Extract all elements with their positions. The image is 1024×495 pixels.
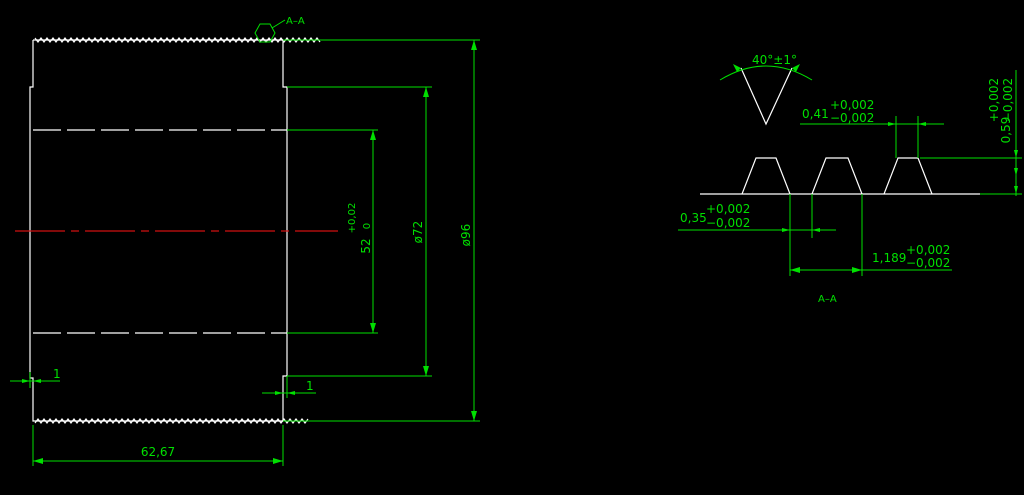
dim-gap-tol-lower: −0,002 xyxy=(706,216,750,230)
dim-dia-mid-text: ø72 xyxy=(411,221,425,244)
dim-bore-nominal: 52 xyxy=(359,238,373,253)
dim-step-left-text: 1 xyxy=(53,367,61,381)
dim-bore-tol-upper: +0,02 xyxy=(347,203,358,234)
dim-step-right: 1 xyxy=(262,376,316,398)
angle-text: 40°±1° xyxy=(752,53,797,67)
section-marker-label: A–A xyxy=(286,16,305,27)
dim-height-tol-upper: +0,002 xyxy=(987,78,1001,122)
dim-step-right-text: 1 xyxy=(306,379,314,393)
dim-bore-tol-lower: 0 xyxy=(362,223,373,229)
section-marker-a: A–A xyxy=(254,16,305,43)
dim-length: 62,67 xyxy=(32,425,284,466)
dim-gap-nominal: 0,35 xyxy=(680,211,707,225)
dim-pitch-tol-upper: +0,002 xyxy=(906,243,950,257)
dim-top-width-tol-lower: −0,002 xyxy=(830,111,874,125)
dim-pitch: 1,189 +0,002 −0,002 xyxy=(789,194,952,276)
dim-bore: 52 +0,02 0 xyxy=(347,130,376,333)
dim-top-width-tol-upper: +0,002 xyxy=(830,98,874,112)
extension-lines xyxy=(283,39,480,422)
dim-dia-mid: ø72 xyxy=(411,87,429,376)
dim-gap: 0,35 +0,002 −0,002 xyxy=(678,194,836,238)
dim-height-tol-lower: −0,002 xyxy=(1001,78,1015,122)
dim-height: 0,59 +0,002 −0,002 xyxy=(920,70,1022,196)
detail-view-label: A–A xyxy=(818,294,837,305)
dim-gap-tol-upper: +0,002 xyxy=(706,202,750,216)
dim-top-width: 0,41 +0,002 −0,002 xyxy=(800,98,944,158)
dim-pitch-nominal: 1,189 xyxy=(872,251,906,265)
dim-dia-outer: ø96 xyxy=(459,40,477,421)
dim-step-left: 1 xyxy=(10,367,61,388)
dim-top-width-nominal: 0,41 xyxy=(802,107,829,121)
angle-symbol: 40°±1° xyxy=(719,53,813,126)
dim-length-text: 62,67 xyxy=(141,445,175,459)
dim-dia-outer-text: ø96 xyxy=(459,224,473,247)
dim-pitch-tol-lower: −0,002 xyxy=(906,256,950,270)
detail-view-profile xyxy=(700,157,980,195)
dim-height-nominal: 0,59 xyxy=(999,117,1013,144)
